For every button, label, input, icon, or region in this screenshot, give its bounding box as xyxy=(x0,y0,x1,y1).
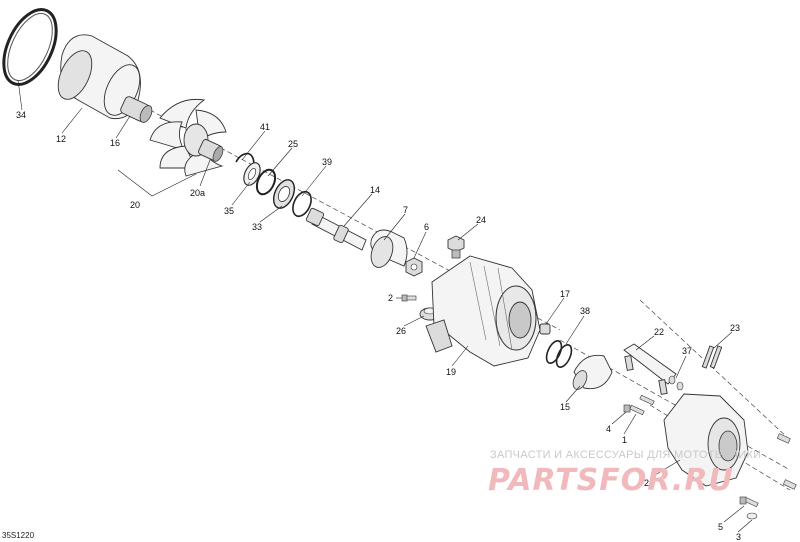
callout-26[interactable]: 26 xyxy=(396,326,406,336)
callout-37[interactable]: 37 xyxy=(682,346,692,356)
callout-25[interactable]: 25 xyxy=(288,139,298,149)
callout-3[interactable]: 3 xyxy=(736,532,741,542)
part-6-hex-nut[interactable] xyxy=(405,257,423,277)
watermark-brand: PARTSFOR.RU xyxy=(488,463,734,498)
part-5-bolt[interactable] xyxy=(739,496,759,508)
part-16-impeller-bushing[interactable] xyxy=(119,95,154,124)
callout-35[interactable]: 35 xyxy=(224,206,234,216)
part-2-screw[interactable] xyxy=(401,294,417,302)
part-4-bolt[interactable] xyxy=(623,404,645,416)
leader-lines xyxy=(17,79,753,533)
callout-6[interactable]: 6 xyxy=(424,222,429,232)
callout-33[interactable]: 33 xyxy=(252,222,262,232)
part-side-bolts[interactable] xyxy=(776,433,797,490)
callout-5[interactable]: 5 xyxy=(718,522,723,532)
part-7-bearing-housing[interactable] xyxy=(367,229,408,270)
watermark-caption: ЗАПЧАСТИ И АКСЕССУАРЫ ДЛЯ МОТОТЕХНИКИ xyxy=(490,449,761,461)
callout-4[interactable]: 4 xyxy=(606,424,611,434)
part-25-seal[interactable] xyxy=(253,167,278,197)
part-3-washer[interactable] xyxy=(746,512,758,520)
part-33-ball-bearing[interactable] xyxy=(270,177,299,212)
part-39-o-ring[interactable] xyxy=(289,189,314,219)
callout-14[interactable]: 14 xyxy=(370,185,380,195)
part-1-bolt[interactable] xyxy=(639,394,655,406)
part-15-venturi-cone[interactable] xyxy=(570,354,613,391)
callout-15[interactable]: 15 xyxy=(560,402,570,412)
callout-7[interactable]: 7 xyxy=(403,205,408,215)
part-35-thrust-washer[interactable] xyxy=(241,160,264,188)
part-19-jet-pump-housing[interactable] xyxy=(425,255,541,367)
part-21-venturi[interactable] xyxy=(663,393,749,487)
callout-labels: 34 12 16 41 25 39 20a 20 35 33 14 7 6 24… xyxy=(16,110,741,542)
part-38-o-ring[interactable] xyxy=(543,339,574,370)
callout-2[interactable]: 2 xyxy=(388,293,393,303)
callout-16[interactable]: 16 xyxy=(110,138,120,148)
part-37-bushing[interactable] xyxy=(668,375,684,391)
watermark: ЗАПЧАСТИ И АКСЕССУАРЫ ДЛЯ МОТОТЕХНИКИ PA… xyxy=(488,449,761,498)
callout-22[interactable]: 22 xyxy=(654,327,664,337)
part-12-wear-ring[interactable] xyxy=(51,34,147,121)
callout-39[interactable]: 39 xyxy=(322,157,332,167)
part-34-wear-ring-seal[interactable] xyxy=(0,1,67,92)
callout-24[interactable]: 24 xyxy=(476,215,486,225)
part-23-sleeve[interactable] xyxy=(701,345,723,369)
callout-1[interactable]: 1 xyxy=(622,435,627,445)
callout-23[interactable]: 23 xyxy=(730,323,740,333)
assembly-axis-bolt-upper xyxy=(639,299,791,441)
callout-20a[interactable]: 20a xyxy=(190,188,205,198)
callout-12[interactable]: 12 xyxy=(56,134,66,144)
part-17-cap[interactable] xyxy=(539,323,551,335)
part-22-nozzle-bracket[interactable] xyxy=(623,343,677,395)
callout-17[interactable]: 17 xyxy=(560,289,570,299)
callout-34[interactable]: 34 xyxy=(16,110,26,120)
part-20-impeller[interactable] xyxy=(149,98,227,177)
callout-20[interactable]: 20 xyxy=(130,200,140,210)
diagram-code: 35S1220 xyxy=(2,531,35,540)
part-14-impeller-shaft[interactable] xyxy=(305,207,367,251)
callout-38[interactable]: 38 xyxy=(580,306,590,316)
part-24-fitting-plug[interactable] xyxy=(447,235,465,259)
callout-21[interactable]: 21 xyxy=(644,478,654,488)
part-20a-impeller-insert[interactable] xyxy=(198,139,225,163)
callout-41[interactable]: 41 xyxy=(260,122,270,132)
callout-19[interactable]: 19 xyxy=(446,367,456,377)
